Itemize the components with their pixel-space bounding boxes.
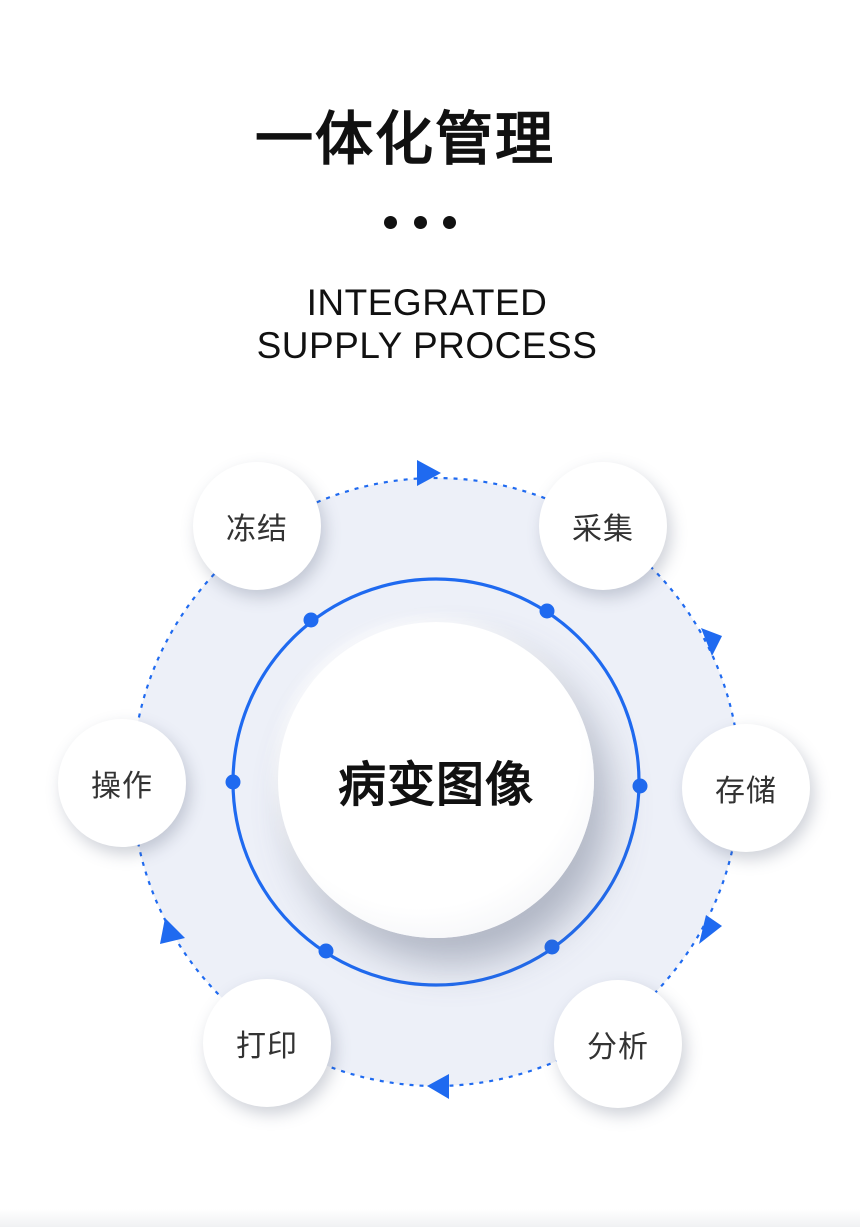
bottom-divider [0,1209,860,1227]
dot-icon [413,215,427,229]
ring-marker-dot [544,939,560,955]
node-label: 分析 [587,1030,649,1065]
arrow-down-icon [701,628,722,656]
node-print: 打印 [203,979,331,1107]
arrow-right-icon [417,460,441,486]
node-collect: 采集 [539,462,667,590]
node-label: 操作 [91,769,153,804]
arrow-down-icon [699,915,722,944]
arrow-left-icon [427,1074,449,1099]
ring-marker-dot [539,603,555,619]
page-title: 一体化管理 [254,105,555,173]
arrow-up-icon [160,918,185,944]
node-label: 采集 [572,512,634,547]
ring-marker-dot [225,774,241,790]
node-store: 存储 [682,724,810,852]
node-analyze: 分析 [554,980,682,1108]
dot-icon [384,215,397,229]
ring-marker-dot [303,612,319,628]
subtitle-line-1: INTEGRATED [306,282,548,323]
node-label: 存储 [715,774,777,809]
node-label: 冻结 [226,512,288,547]
node-label: 打印 [236,1029,298,1064]
center-hub: 病变图像 [278,622,594,938]
center-label: 病变图像 [337,757,534,813]
node-freeze: 冻结 [193,462,321,590]
subtitle-line-2: SUPPLY PROCESS [256,325,598,366]
ring-marker-dot [318,943,334,959]
ring-marker-dot [632,778,648,794]
ellipsis-dots [384,214,456,230]
dot-icon [443,215,456,229]
node-operate: 操作 [58,719,186,847]
